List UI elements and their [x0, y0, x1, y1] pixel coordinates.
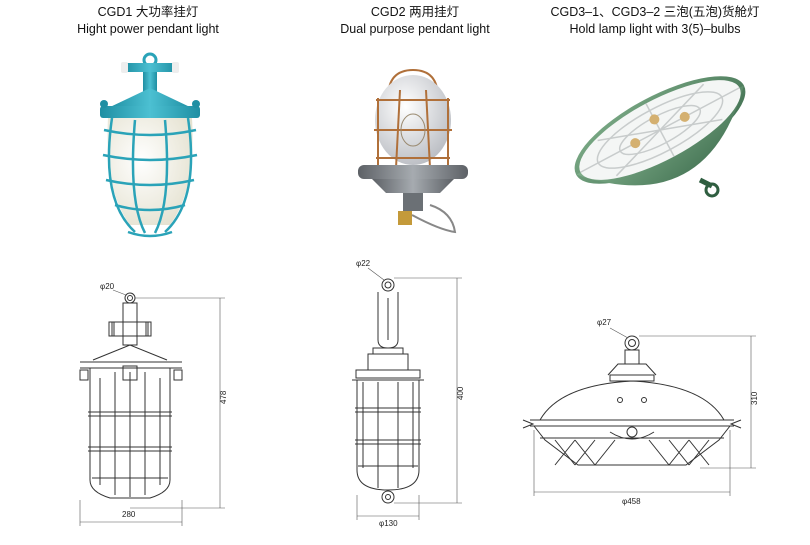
product-code-title: CGD2 两用挂灯 — [370, 5, 460, 19]
dimension-lines-cgd2 — [356, 267, 462, 520]
drawing-cgd3 — [522, 335, 742, 466]
dim-width-label: φ130 — [379, 519, 398, 528]
dimension-lines-cgd3 — [533, 327, 756, 496]
product-code-title: CGD1 大功率挂灯 — [97, 5, 199, 19]
dim-ring-label: φ20 — [100, 282, 115, 291]
product-english-title: Hight power pendant light — [77, 22, 219, 36]
dim-ring-label: φ22 — [356, 259, 371, 268]
dim-height-label: 310 — [750, 391, 759, 405]
dimension-lines-cgd1 — [79, 289, 225, 526]
drawing-cgd1 — [79, 292, 183, 499]
photo-cgd1-pendant-light — [100, 52, 200, 238]
caption-cgd1: CGD1 大功率挂灯 Hight power pendant light — [48, 4, 248, 38]
product-code-title: CGD3–1、CGD3–2 三泡(五泡)货舱灯 — [550, 5, 760, 19]
drawing-cgd2 — [352, 278, 424, 504]
product-english-title: Hold lamp light with 3(5)–bulbs — [569, 22, 741, 36]
dim-width-label: φ458 — [622, 497, 641, 506]
dim-height-label: 478 — [219, 390, 228, 404]
caption-cgd2: CGD2 两用挂灯 Dual purpose pendant light — [315, 4, 515, 38]
dim-width-label: 280 — [122, 510, 136, 519]
photo-cgd2-pendant-light — [358, 68, 468, 234]
product-english-title: Dual purpose pendant light — [340, 22, 490, 36]
caption-cgd3: CGD3–1、CGD3–2 三泡(五泡)货舱灯 Hold lamp light … — [520, 4, 790, 38]
dim-height-label: 400 — [456, 386, 465, 400]
photo-cgd3-hold-lamp — [574, 76, 746, 198]
dim-ring-label: φ27 — [597, 318, 612, 327]
